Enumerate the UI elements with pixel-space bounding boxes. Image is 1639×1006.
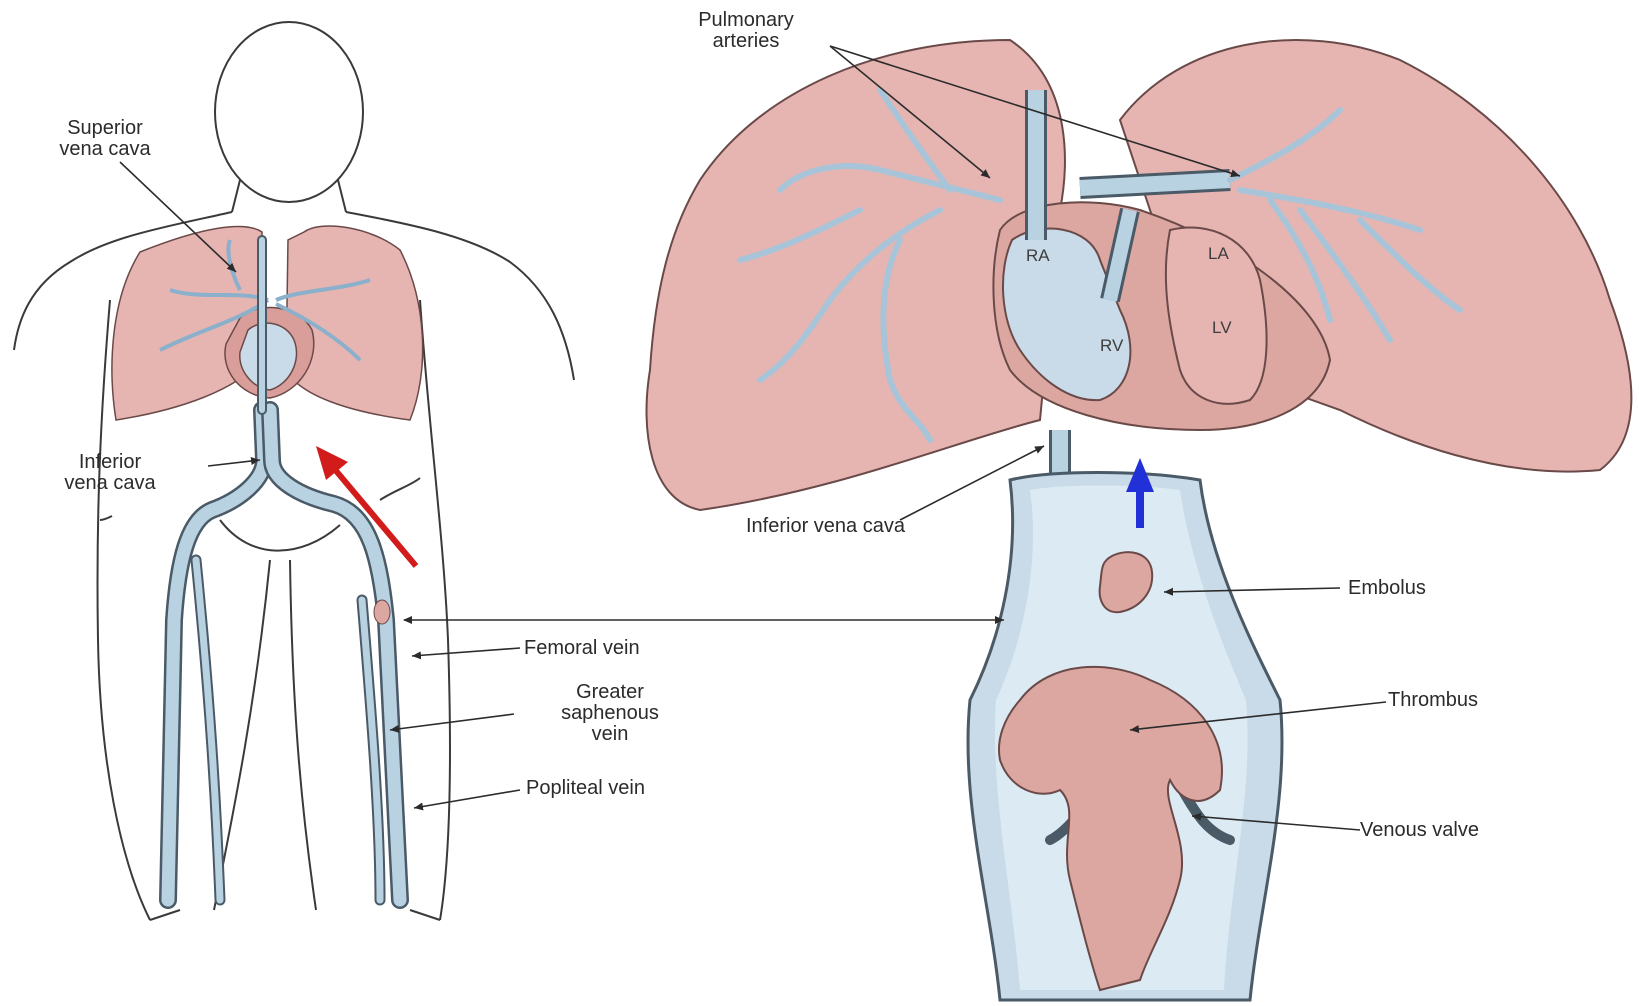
label-chamber-ra: RA bbox=[1026, 246, 1050, 266]
label-superior-vena-cava-line1: Superior bbox=[30, 118, 180, 139]
clot-femoral-marker bbox=[374, 600, 390, 624]
label-inferior-vena-cava-left: Inferior vena cava bbox=[40, 452, 180, 494]
label-femoral-vein: Femoral vein bbox=[524, 638, 640, 659]
label-chamber-rv: RV bbox=[1100, 336, 1123, 356]
label-greater-saphenous-vein-line3: vein bbox=[510, 724, 710, 745]
label-pulmonary-arteries-line1: Pulmonary bbox=[656, 10, 836, 31]
label-greater-saphenous-vein: Greater saphenous vein bbox=[510, 682, 710, 745]
label-venous-valve: Venous valve bbox=[1360, 820, 1479, 841]
label-pulmonary-arteries: Pulmonary arteries bbox=[656, 10, 836, 52]
left-lungs-small bbox=[112, 226, 423, 420]
label-inferior-vena-cava-right: Inferior vena cava bbox=[746, 516, 905, 537]
label-chamber-la: LA bbox=[1208, 244, 1229, 264]
label-chamber-lv: LV bbox=[1212, 318, 1232, 338]
label-superior-vena-cava-line2: vena cava bbox=[30, 139, 180, 160]
label-superior-vena-cava: Superior vena cava bbox=[30, 118, 180, 160]
label-thrombus: Thrombus bbox=[1388, 690, 1478, 711]
label-embolus: Embolus bbox=[1348, 578, 1426, 599]
label-inferior-vena-cava-left-line1: Inferior bbox=[40, 452, 180, 473]
vein-cross-section bbox=[968, 473, 1282, 1001]
lungs-heart-detail bbox=[647, 40, 1632, 510]
label-popliteal-vein: Popliteal vein bbox=[526, 778, 645, 799]
label-greater-saphenous-vein-line2: saphenous bbox=[510, 703, 710, 724]
label-greater-saphenous-vein-line1: Greater bbox=[510, 682, 710, 703]
label-pulmonary-arteries-line2: arteries bbox=[656, 31, 836, 52]
label-inferior-vena-cava-left-line2: vena cava bbox=[40, 473, 180, 494]
